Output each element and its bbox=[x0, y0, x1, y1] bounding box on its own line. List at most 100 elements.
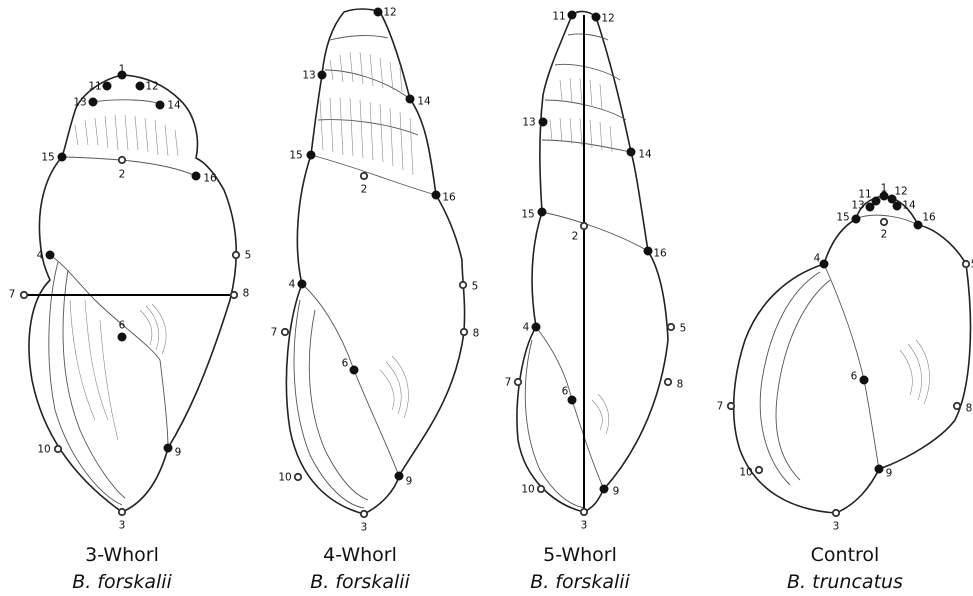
landmark-label-p3-4: 4 bbox=[523, 322, 530, 334]
landmark-label-p3-9: 9 bbox=[613, 486, 620, 498]
landmark-label-p4-7: 7 bbox=[717, 401, 724, 413]
landmark-point-p4-7 bbox=[728, 403, 734, 409]
landmark-label-p1-5: 5 bbox=[245, 250, 252, 262]
landmark-label-p3-5: 5 bbox=[680, 323, 687, 335]
landmark-point-p2-8 bbox=[461, 329, 467, 335]
landmark-point-p4-13 bbox=[866, 203, 874, 211]
landmark-point-p3-7 bbox=[515, 379, 521, 385]
landmark-label-p1-12: 12 bbox=[145, 81, 158, 93]
landmark-point-p3-9 bbox=[600, 485, 608, 493]
landmark-point-p2-13 bbox=[318, 71, 326, 79]
landmark-point-p3-14 bbox=[627, 148, 635, 156]
landmark-label-p2-9: 9 bbox=[406, 476, 413, 488]
landmark-point-p1-3 bbox=[119, 509, 125, 515]
landmark-label-p1-1: 1 bbox=[119, 64, 126, 76]
landmark-point-p1-13 bbox=[89, 98, 97, 106]
landmark-point-p1-14 bbox=[156, 101, 164, 109]
landmark-label-p1-4: 4 bbox=[37, 250, 44, 262]
landmark-label-p2-15: 15 bbox=[289, 150, 302, 162]
landmark-point-p2-9 bbox=[395, 472, 403, 480]
landmark-label-p1-14: 14 bbox=[167, 100, 181, 112]
landmark-point-p1-7 bbox=[21, 292, 27, 298]
landmark-label-p2-3: 3 bbox=[361, 522, 368, 534]
landmark-point-p3-3 bbox=[581, 509, 587, 515]
landmark-point-p2-4 bbox=[298, 280, 306, 288]
landmark-point-p2-12 bbox=[374, 8, 382, 16]
caption-title-4-whorl: 4-Whorl bbox=[323, 544, 397, 566]
landmark-label-p1-11: 11 bbox=[88, 81, 101, 93]
shell-drawing-5-whorl bbox=[517, 11, 668, 512]
landmark-label-p4-6: 6 bbox=[851, 371, 858, 383]
landmark-label-p3-2: 2 bbox=[572, 231, 579, 243]
landmark-point-p3-12 bbox=[592, 13, 600, 21]
landmark-label-p1-13: 13 bbox=[73, 97, 86, 109]
landmark-label-p4-13: 13 bbox=[851, 200, 864, 212]
landmark-point-p1-12 bbox=[136, 82, 144, 90]
landmark-label-p3-12: 12 bbox=[601, 13, 614, 25]
landmark-label-p4-14: 14 bbox=[902, 200, 916, 212]
landmark-label-p2-2: 2 bbox=[361, 184, 368, 196]
caption-title-5-whorl: 5-Whorl bbox=[543, 544, 617, 566]
landmark-label-p4-4: 4 bbox=[814, 253, 821, 265]
landmark-label-p4-12: 12 bbox=[894, 186, 907, 198]
landmark-point-p3-5 bbox=[668, 324, 674, 330]
caption-species-control: B. truncatus bbox=[787, 571, 903, 593]
landmark-label-p2-13: 13 bbox=[302, 70, 315, 82]
landmark-point-p1-2 bbox=[119, 157, 125, 163]
landmark-label-p1-8: 8 bbox=[243, 288, 250, 300]
captions: 3-Whorl B. forskalii 4-Whorl B. forskali… bbox=[72, 544, 903, 593]
landmark-point-p1-10 bbox=[55, 446, 61, 452]
landmark-point-p4-5 bbox=[963, 261, 969, 267]
landmark-label-p4-1: 1 bbox=[881, 183, 888, 195]
landmark-point-p4-14 bbox=[893, 202, 901, 210]
landmark-label-p2-12: 12 bbox=[383, 7, 396, 19]
landmark-label-p3-14: 14 bbox=[638, 149, 652, 161]
landmark-point-p2-2 bbox=[361, 173, 367, 179]
landmark-label-p3-10: 10 bbox=[521, 484, 534, 496]
landmark-point-p1-9 bbox=[164, 444, 172, 452]
landmark-point-p4-9 bbox=[875, 465, 883, 473]
landmark-point-p2-6 bbox=[350, 366, 358, 374]
landmark-label-p1-2: 2 bbox=[119, 169, 126, 181]
landmark-point-p2-10 bbox=[295, 474, 301, 480]
landmark-point-p4-8 bbox=[954, 403, 960, 409]
landmark-label-p2-5: 5 bbox=[472, 281, 479, 293]
landmark-label-p1-9: 9 bbox=[175, 447, 182, 459]
landmark-point-p3-8 bbox=[665, 379, 671, 385]
landmark-point-p3-2 bbox=[581, 223, 587, 229]
landmark-point-p2-14 bbox=[406, 95, 414, 103]
landmark-point-p3-11 bbox=[568, 11, 576, 19]
landmark-label-p3-16: 16 bbox=[653, 248, 667, 260]
landmark-label-p4-15: 15 bbox=[836, 212, 849, 224]
landmark-label-p3-6: 6 bbox=[562, 386, 569, 398]
landmark-point-p4-6 bbox=[860, 376, 868, 384]
landmark-point-p4-16 bbox=[914, 221, 922, 229]
landmark-label-p1-15: 15 bbox=[41, 152, 54, 164]
landmark-point-p3-10 bbox=[538, 486, 544, 492]
landmark-label-p3-8: 8 bbox=[677, 379, 684, 391]
landmark-point-p2-7 bbox=[282, 329, 288, 335]
landmark-label-p3-11: 11 bbox=[552, 11, 565, 23]
landmark-label-p2-7: 7 bbox=[271, 327, 278, 339]
landmark-label-p2-8: 8 bbox=[473, 328, 480, 340]
landmark-label-p1-10: 10 bbox=[37, 444, 50, 456]
landmark-point-p3-16 bbox=[644, 247, 652, 255]
landmark-label-p1-7: 7 bbox=[9, 289, 16, 301]
landmark-label-p2-4: 4 bbox=[289, 279, 296, 291]
caption-title-3-whorl: 3-Whorl bbox=[85, 544, 159, 566]
landmark-point-p1-11 bbox=[103, 82, 111, 90]
landmark-label-p3-15: 15 bbox=[521, 209, 534, 221]
landmark-point-p1-15 bbox=[58, 153, 66, 161]
landmark-point-p4-4 bbox=[820, 260, 828, 268]
landmark-point-p1-5 bbox=[233, 252, 239, 258]
landmark-point-p1-6 bbox=[118, 333, 126, 341]
landmark-point-p2-5 bbox=[460, 282, 466, 288]
landmark-point-p1-16 bbox=[192, 172, 200, 180]
shell-drawing-4-whorl bbox=[286, 9, 464, 514]
landmark-point-p2-16 bbox=[432, 191, 440, 199]
caption-title-control: Control bbox=[811, 544, 880, 566]
landmark-label-p3-3: 3 bbox=[581, 520, 588, 532]
landmark-label-p2-6: 6 bbox=[342, 358, 349, 370]
